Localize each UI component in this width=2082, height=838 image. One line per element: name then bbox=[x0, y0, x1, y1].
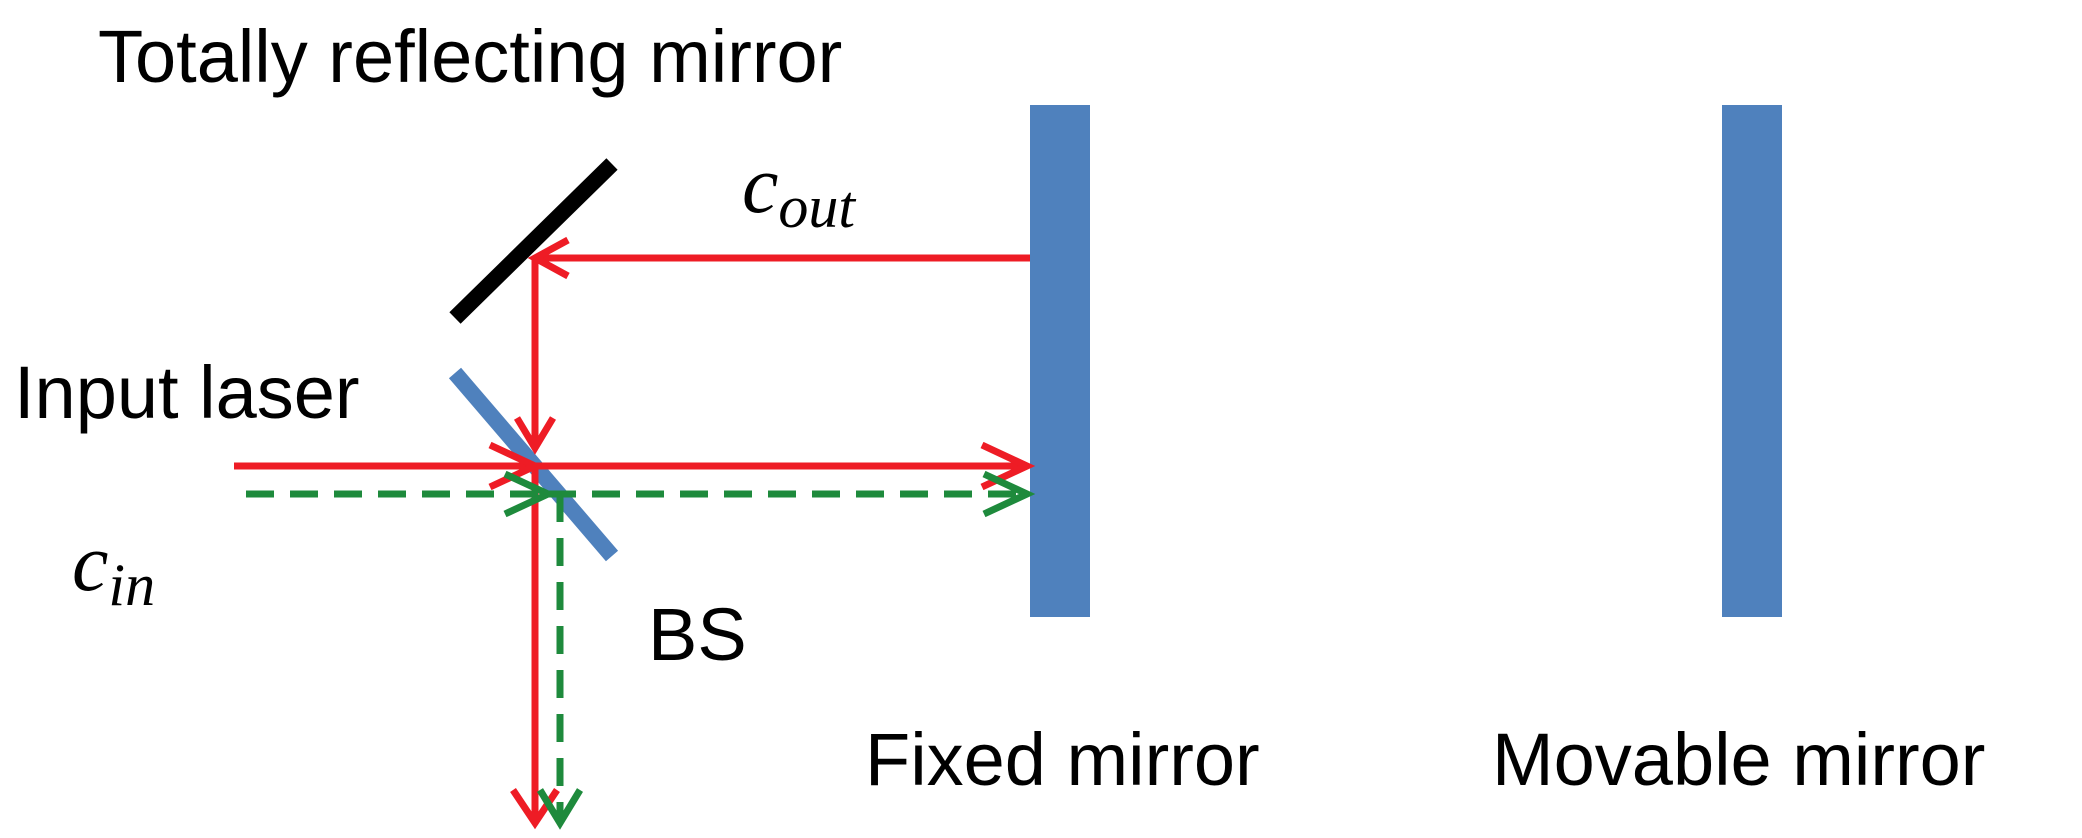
movable-mirror-label: Movable mirror bbox=[1492, 718, 1985, 801]
totally-reflecting-mirror bbox=[449, 158, 618, 324]
beam-splitter-label: BS bbox=[648, 593, 747, 676]
c-out-base: c bbox=[742, 139, 778, 230]
fixed-mirror-label: Fixed mirror bbox=[865, 718, 1260, 801]
c-out-subscript: out bbox=[778, 174, 856, 240]
input-laser-label: Input laser bbox=[14, 351, 360, 434]
c-out-symbol: cout bbox=[742, 139, 856, 240]
totally-reflecting-mirror-label: Totally reflecting mirror bbox=[98, 15, 842, 98]
c-in-base: c bbox=[72, 517, 108, 608]
fixed-mirror bbox=[1030, 105, 1090, 617]
c-in-symbol: cin bbox=[72, 517, 155, 618]
red-down-arrowhead-upper bbox=[513, 416, 557, 455]
green-transmitted-arrowhead bbox=[982, 470, 1036, 518]
movable-mirror bbox=[1722, 105, 1782, 617]
red-beam-path bbox=[234, 236, 1036, 830]
green-output-arrowhead bbox=[537, 788, 583, 830]
green-beam-path bbox=[246, 470, 1036, 830]
c-in-subscript: in bbox=[108, 552, 155, 618]
